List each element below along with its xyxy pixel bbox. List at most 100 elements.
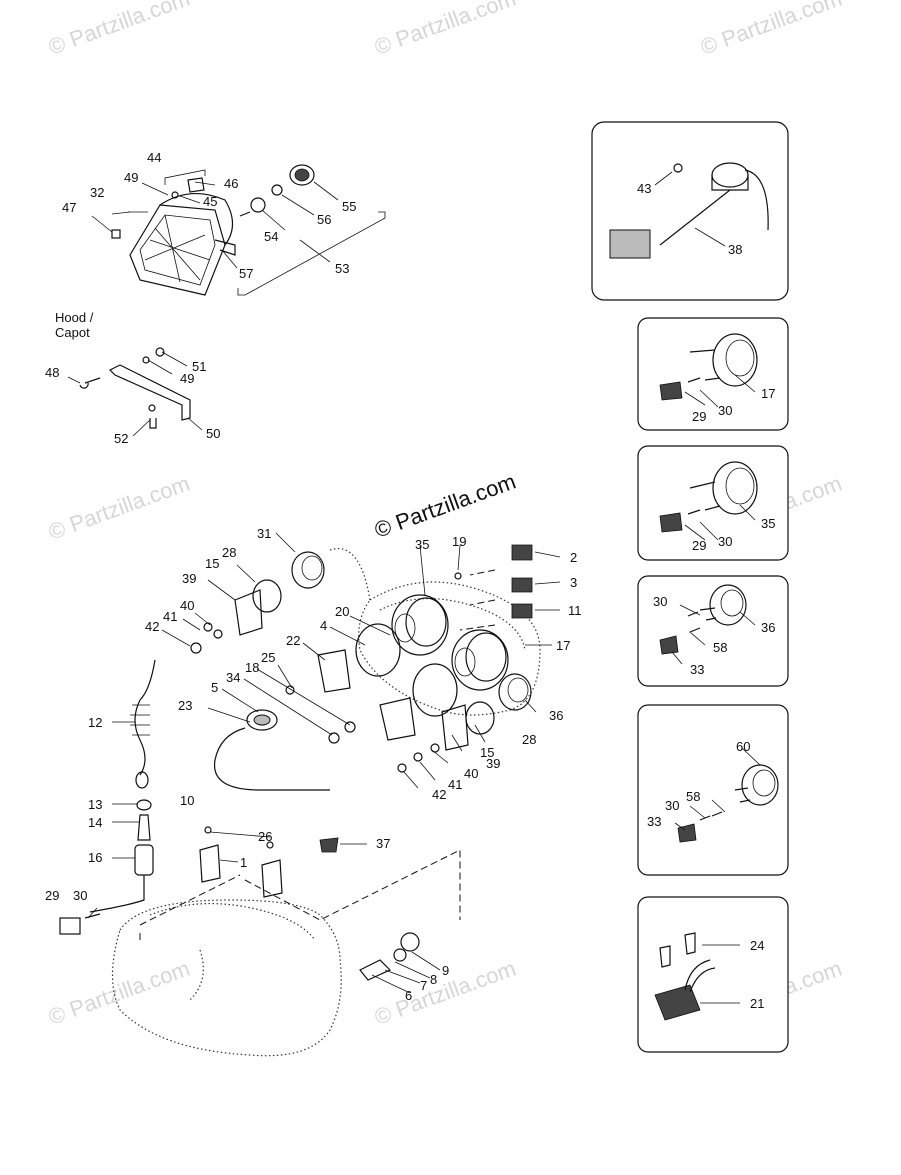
gauge-cluster — [190, 544, 541, 773]
callout-label: 22 — [286, 633, 300, 648]
callout-label: 24 — [750, 938, 764, 953]
courtesy-lamp — [213, 709, 330, 791]
panel-gauge-17 — [637, 317, 789, 431]
callout-label: 45 — [203, 194, 217, 209]
callout-label: 42 — [145, 619, 159, 634]
callout-label: 17 — [761, 386, 775, 401]
callout-label: 55 — [342, 199, 356, 214]
watermark-text: © Partzilla.com — [45, 956, 193, 1030]
leader-lines — [67, 171, 761, 1004]
panel-fuel-sender — [591, 121, 789, 301]
callout-label: 15 — [480, 745, 494, 760]
callout-label: 17 — [556, 638, 570, 653]
callout-label: 28 — [522, 732, 536, 747]
callout-label: 20 — [335, 604, 349, 619]
panel-gauge-36 — [637, 575, 789, 687]
callout-label: 53 — [335, 261, 349, 276]
callout-label: 36 — [549, 708, 563, 723]
callout-label: 40 — [464, 766, 478, 781]
callout-label: 60 — [736, 739, 750, 754]
callout-label: 30 — [73, 888, 87, 903]
callout-label: 39 — [182, 571, 196, 586]
panel-rectifier — [637, 896, 789, 1053]
callout-label: 42 — [432, 787, 446, 802]
callout-label: 7 — [420, 978, 427, 993]
callout-label: 33 — [647, 814, 661, 829]
callout-label: 44 — [147, 150, 161, 165]
callout-label: 4 — [320, 618, 327, 633]
callout-label: 2 — [570, 550, 577, 565]
callout-label: 3 — [570, 575, 577, 590]
hood-label-line1: Hood / — [55, 310, 94, 325]
callout-label: 56 — [317, 212, 331, 227]
callout-label: 30 — [718, 534, 732, 549]
callout-label: 49 — [124, 170, 138, 185]
callout-label: 19 — [452, 534, 466, 549]
callout-label: 38 — [728, 242, 742, 257]
callout-label: 18 — [245, 660, 259, 675]
callout-label: 29 — [692, 538, 706, 553]
hull-outline — [111, 826, 461, 1057]
watermark-text: © Partzilla.com — [45, 0, 193, 60]
callout-label: 36 — [761, 620, 775, 635]
watermark-text: © Partzilla.com — [697, 0, 845, 60]
coil-cord — [59, 659, 156, 935]
callout-label: 30 — [665, 798, 679, 813]
callout-label: 34 — [226, 670, 240, 685]
watermark-text: © Partzilla.com — [371, 0, 519, 60]
callout-label: 1 — [240, 855, 247, 870]
callout-numbers: 44 49 46 32 45 47 55 56 54 57 53 51 49 4… — [45, 150, 775, 1011]
callout-label: 26 — [258, 829, 272, 844]
callout-label: 10 — [180, 793, 194, 808]
callout-label: 30 — [653, 594, 667, 609]
callout-label: 28 — [222, 545, 236, 560]
callout-label: 47 — [62, 200, 76, 215]
callout-label: 15 — [205, 556, 219, 571]
callout-label: 25 — [261, 650, 275, 665]
panel-gauge-60 — [637, 704, 789, 876]
callout-label: 14 — [88, 815, 102, 830]
watermark-text: © Partzilla.com — [45, 471, 193, 545]
callout-label: 13 — [88, 797, 102, 812]
callout-label: 37 — [376, 836, 390, 851]
callout-label: 9 — [442, 963, 449, 978]
callout-label: 12 — [88, 715, 102, 730]
callout-label: 49 — [180, 371, 194, 386]
callout-label: 8 — [430, 972, 437, 987]
panel-gauge-35 — [637, 445, 789, 561]
callout-label: 6 — [405, 988, 412, 1003]
watermark-main: © Partzilla.com — [371, 469, 519, 543]
callout-label: 35 — [415, 537, 429, 552]
callout-label: 21 — [750, 996, 764, 1011]
callout-label: 41 — [448, 777, 462, 792]
hood-label-line2: Capot — [55, 325, 90, 340]
callout-label: 29 — [692, 409, 706, 424]
callout-label: 30 — [718, 403, 732, 418]
callout-label: 33 — [690, 662, 704, 677]
callout-label: 43 — [637, 181, 651, 196]
callout-label: 11 — [568, 603, 582, 618]
callout-label: 23 — [178, 698, 192, 713]
callout-label: 57 — [239, 266, 253, 281]
callout-label: 41 — [163, 609, 177, 624]
callout-label: 58 — [713, 640, 727, 655]
callout-label: 32 — [90, 185, 104, 200]
callout-label: 48 — [45, 365, 59, 380]
callout-label: 39 — [486, 756, 500, 771]
callout-label: 58 — [686, 789, 700, 804]
callout-label: 5 — [211, 680, 218, 695]
callout-label: 40 — [180, 598, 194, 613]
callout-label: 46 — [224, 176, 238, 191]
callout-label: 29 — [45, 888, 59, 903]
headlight-assembly — [111, 164, 386, 296]
callout-label: 16 — [88, 850, 102, 865]
callout-label: 31 — [257, 526, 271, 541]
callout-label: 54 — [264, 229, 278, 244]
hood-bracket — [79, 347, 191, 429]
callout-label: 52 — [114, 431, 128, 446]
callout-label: 35 — [761, 516, 775, 531]
callout-label: 50 — [206, 426, 220, 441]
callout-label: 51 — [192, 359, 206, 374]
